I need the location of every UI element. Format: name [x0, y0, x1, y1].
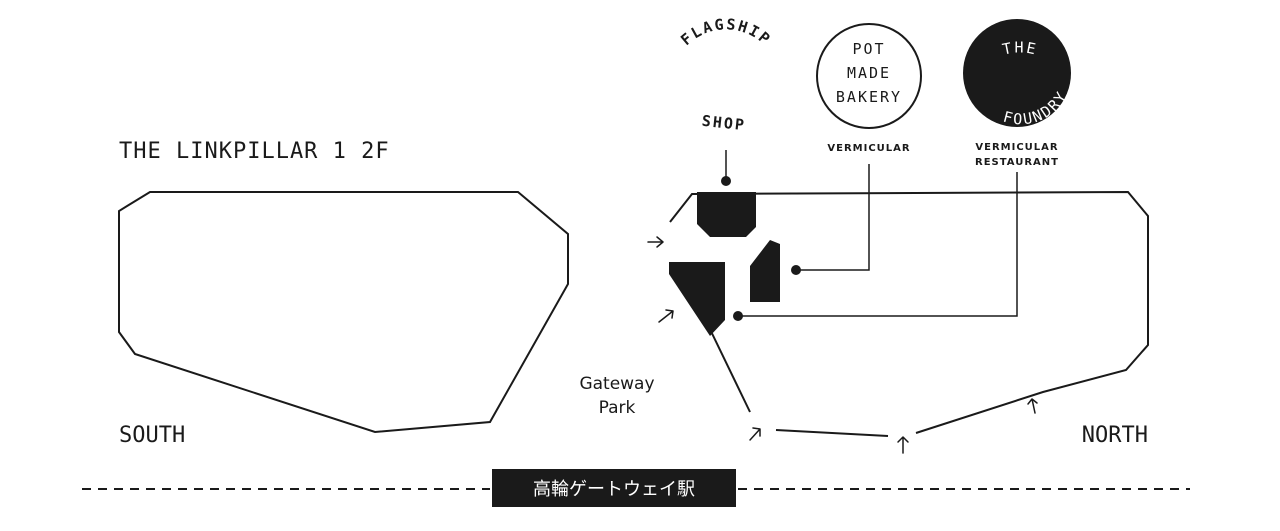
floor-title: THE LINKPILLAR 1 2F [119, 139, 390, 164]
foundry-arc-top: THE [1001, 38, 1039, 58]
station-label: 高輪ゲートウェイ駅 [533, 479, 695, 500]
entrance-arrow-west-upper [647, 236, 664, 248]
south-building [118, 191, 569, 434]
station-box[interactable] [492, 469, 736, 507]
entrance-arrow-west-lower [658, 309, 674, 323]
north-building [669, 190, 1149, 434]
walkway-line-bottom [775, 429, 889, 437]
bakery-leader [796, 164, 870, 271]
flagship-marker-dot [721, 176, 731, 186]
foundry-badge[interactable] [963, 19, 1071, 127]
foundry-caption-line1: VERMICULAR [975, 142, 1058, 153]
bakery-name-line2: MADE [847, 64, 891, 82]
flagship-shop-block[interactable] [697, 192, 756, 237]
north-label: NORTH [1082, 423, 1148, 448]
park-label-line1: Gateway [579, 374, 654, 394]
foundry-marker-dot [733, 311, 743, 321]
foundry-block[interactable] [669, 262, 725, 336]
bakery-marker-dot [791, 265, 801, 275]
foundry-caption-line2: RESTAURANT [975, 157, 1059, 168]
park-label-line2: Park [599, 398, 636, 418]
entrance-arrow-south-east [1027, 398, 1038, 414]
entrance-arrow-south-west [749, 427, 761, 441]
foundry-leader [738, 172, 1018, 317]
entrance-arrow-south [897, 436, 909, 454]
bakery-name-line3: BAKERY [836, 88, 902, 106]
bakery-name-line1: POT [852, 40, 885, 58]
bakery-badge[interactable] [816, 23, 922, 129]
bakery-caption: VERMICULAR [827, 143, 910, 154]
flagship-arc-label: FLAGSHIP [677, 15, 775, 49]
south-label: SOUTH [119, 423, 185, 448]
shop-label: SHOP [701, 112, 747, 135]
bakery-block[interactable] [750, 240, 780, 302]
